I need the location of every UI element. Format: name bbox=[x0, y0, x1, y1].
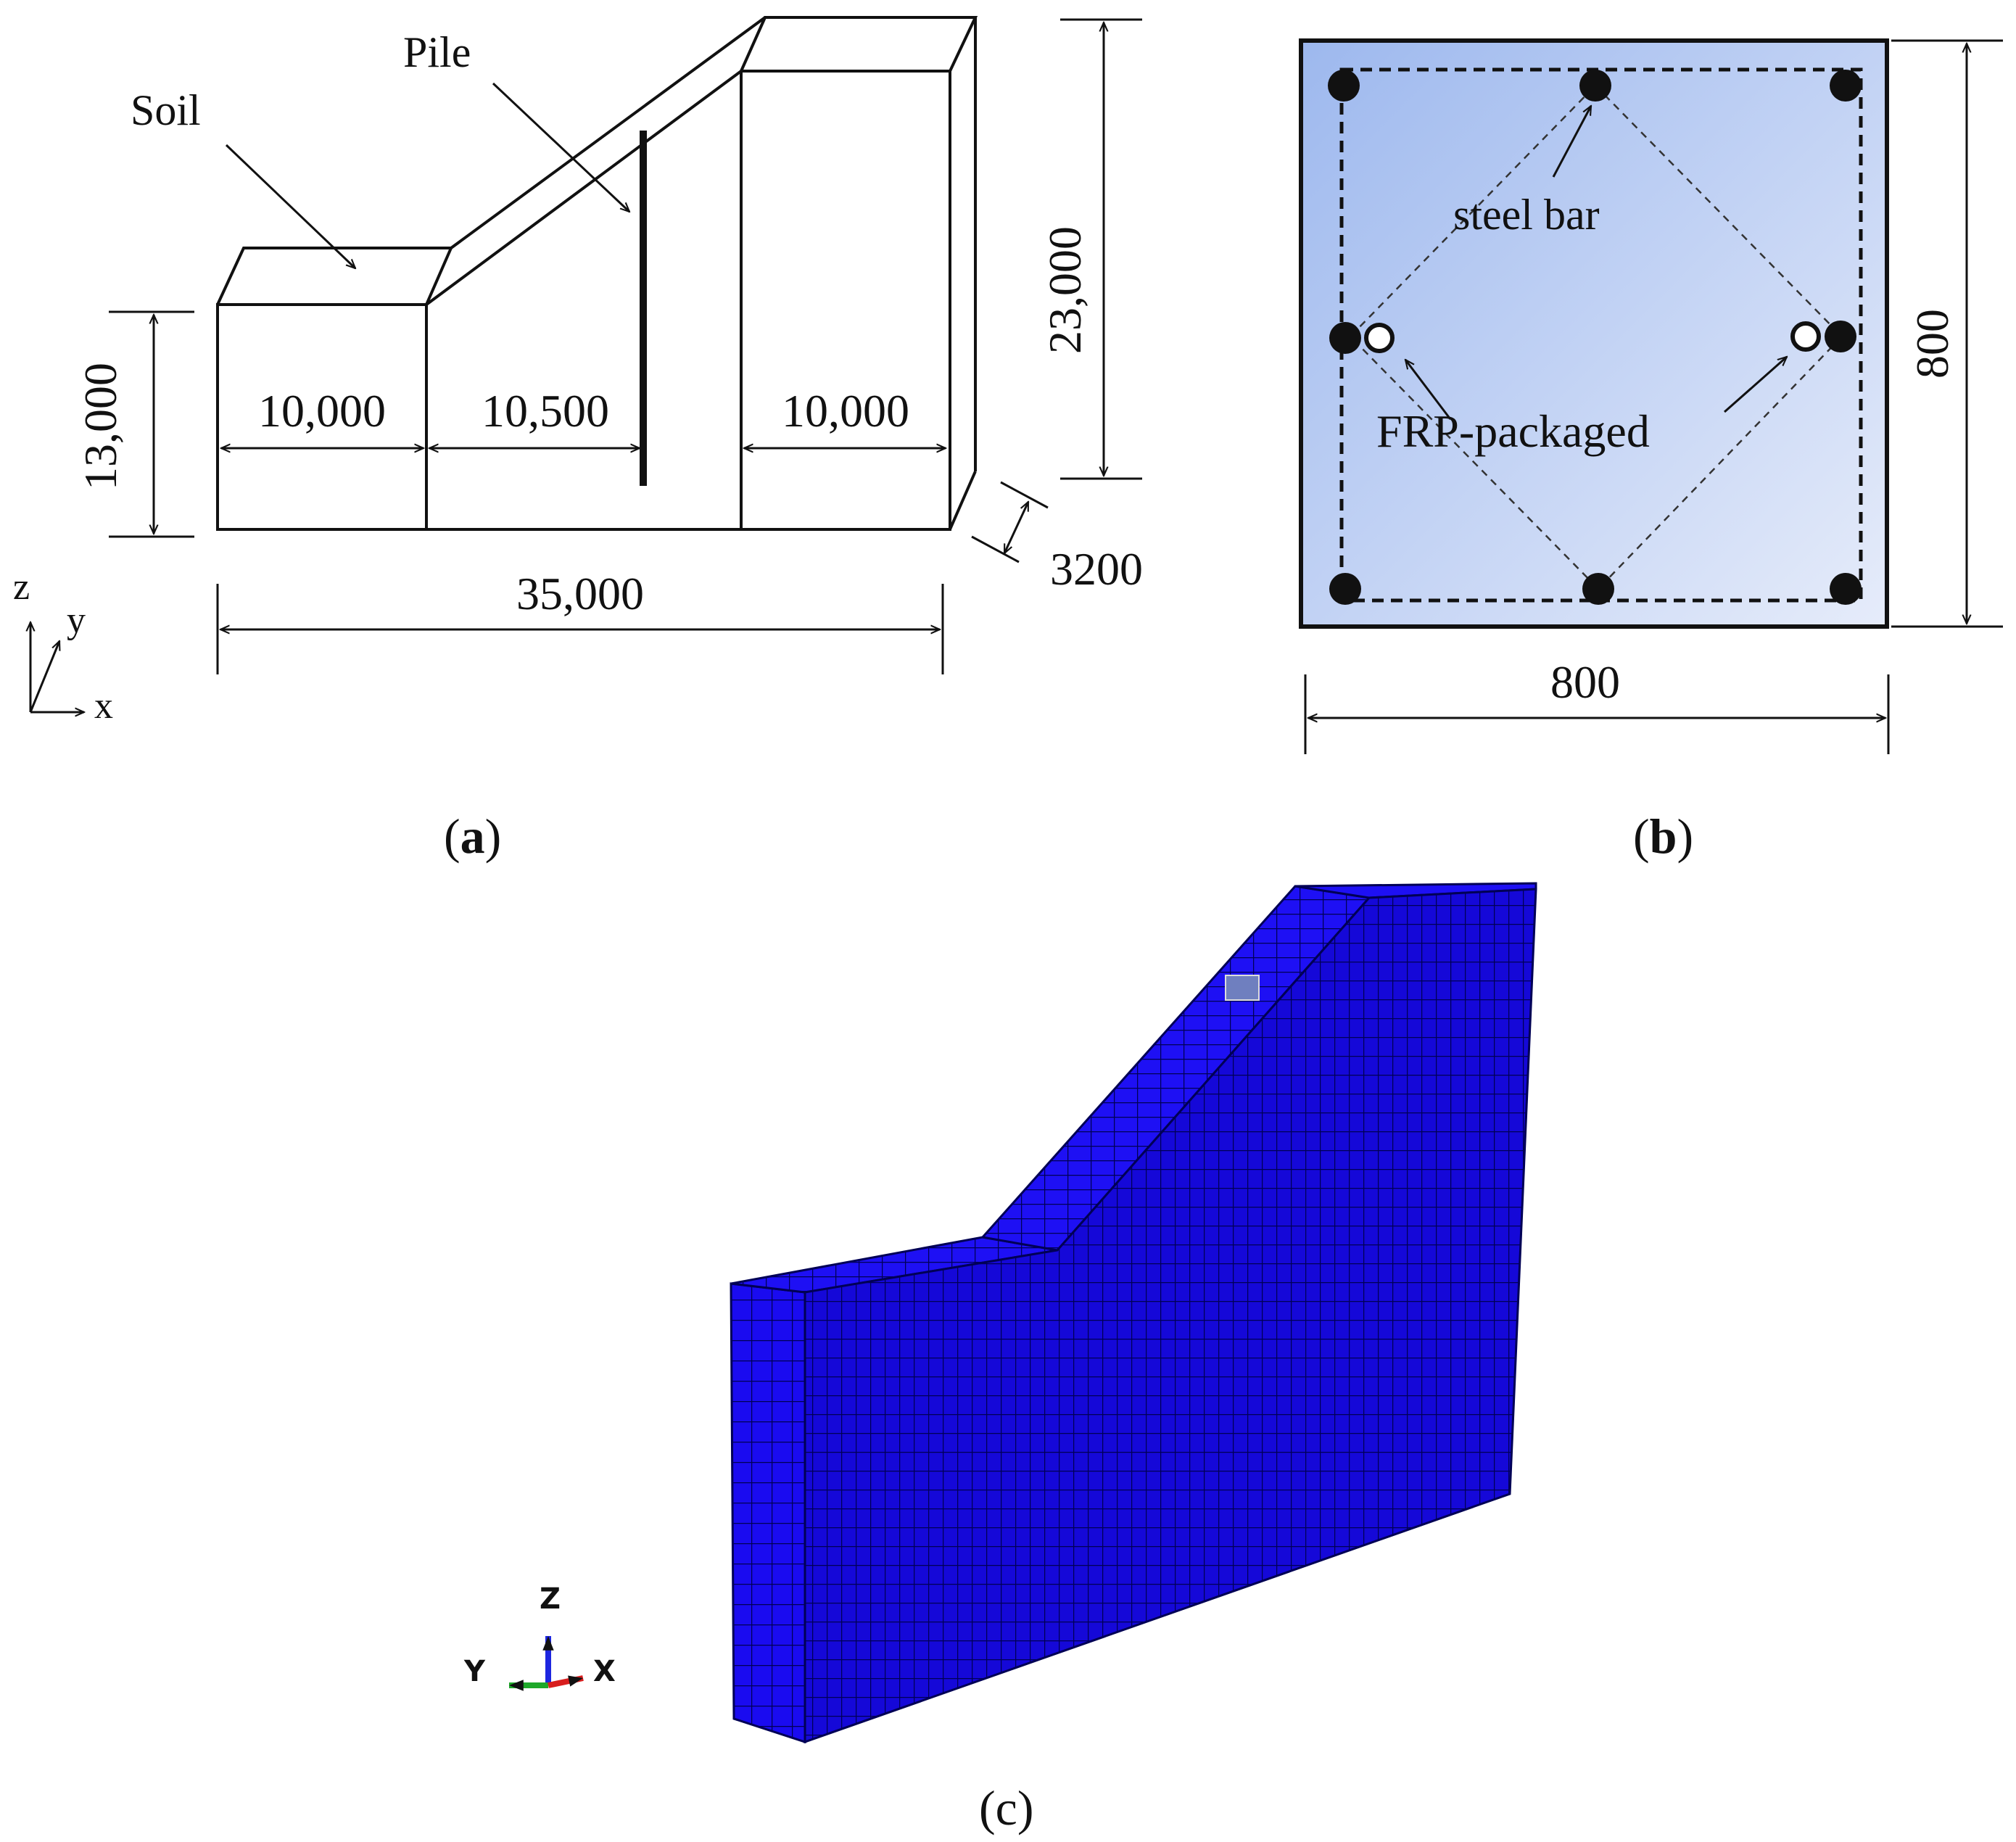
soil-depth-slope bbox=[450, 16, 767, 249]
pile-mesh-marker bbox=[1225, 975, 1260, 1001]
frp-bar-right bbox=[1790, 321, 1821, 352]
pile-leader bbox=[492, 82, 629, 212]
frp-leader-right bbox=[1724, 357, 1787, 413]
frp-leader-left bbox=[1405, 360, 1452, 420]
caption-b: (b) bbox=[1633, 809, 1693, 864]
axis-z-label: z bbox=[13, 566, 30, 608]
steel-bar bbox=[1825, 321, 1856, 352]
steel-bar bbox=[1579, 70, 1611, 102]
mesh-side-face bbox=[803, 888, 1537, 1744]
steel-bar bbox=[1582, 573, 1614, 605]
panel-b-cross-section: steel bar FRP-packaged 800 800 (b) bbox=[1299, 38, 2003, 864]
soil-leader bbox=[225, 144, 355, 268]
frp-label: FRP-packaged bbox=[1376, 405, 1650, 457]
pile-section bbox=[1299, 38, 1889, 629]
dim-left-height: 13,000 bbox=[75, 363, 126, 490]
axis-triad-c: Z Y X bbox=[463, 1582, 616, 1691]
soil-depth-top-left bbox=[216, 247, 454, 305]
steel-bar bbox=[1328, 70, 1360, 102]
steel-bars bbox=[1328, 70, 1862, 605]
dim-total-width: 35,000 bbox=[516, 568, 644, 619]
axis-x-label: x bbox=[94, 685, 113, 727]
dim-right-width: 10,000 bbox=[782, 385, 909, 437]
steel-bar bbox=[1830, 573, 1862, 605]
dim-depth-ext-a bbox=[971, 535, 1020, 563]
dim-depth-ext-b bbox=[1000, 481, 1049, 509]
axis-triad-a: z y x bbox=[13, 566, 113, 727]
steel-bar bbox=[1830, 70, 1862, 102]
soil-depth-bottom-edge bbox=[949, 471, 977, 530]
steel-bar bbox=[1329, 322, 1361, 354]
steel-bar-leader bbox=[1552, 106, 1592, 178]
frp-bar-left bbox=[1364, 323, 1395, 353]
soil-front-outline bbox=[218, 70, 951, 531]
soil-depth-top-right bbox=[740, 16, 978, 72]
axis-c-y-label: Y bbox=[463, 1655, 486, 1688]
dim-mid-width: 10,500 bbox=[482, 385, 609, 437]
panel-a-geometry: Soil Pile 10,000 10,500 10,000 35,000 13… bbox=[13, 16, 1143, 864]
caption-a: (a) bbox=[444, 809, 501, 864]
mesh-left-front-face bbox=[730, 1282, 806, 1744]
dim-depth: 3200 bbox=[1050, 543, 1143, 595]
dim-b-height: 800 bbox=[1906, 309, 1958, 379]
panel-c-fe-mesh: Z Y X (c) bbox=[463, 882, 1537, 1835]
dim-b-width: 800 bbox=[1550, 656, 1620, 708]
axis-y-label: y bbox=[67, 600, 86, 641]
pile-label: Pile bbox=[403, 28, 471, 76]
soil-label: Soil bbox=[131, 86, 201, 134]
dim-right-height: 23,000 bbox=[1039, 226, 1091, 354]
dim-depth-line bbox=[1003, 502, 1030, 553]
caption-c: (c) bbox=[979, 1780, 1033, 1835]
dim-left-width: 10,000 bbox=[258, 385, 386, 437]
steel-bar bbox=[1329, 573, 1361, 605]
steel-bar-label: steel bar bbox=[1453, 191, 1600, 239]
axis-c-z-label: Z bbox=[540, 1582, 561, 1616]
axis-c-x-label: X bbox=[593, 1655, 616, 1688]
